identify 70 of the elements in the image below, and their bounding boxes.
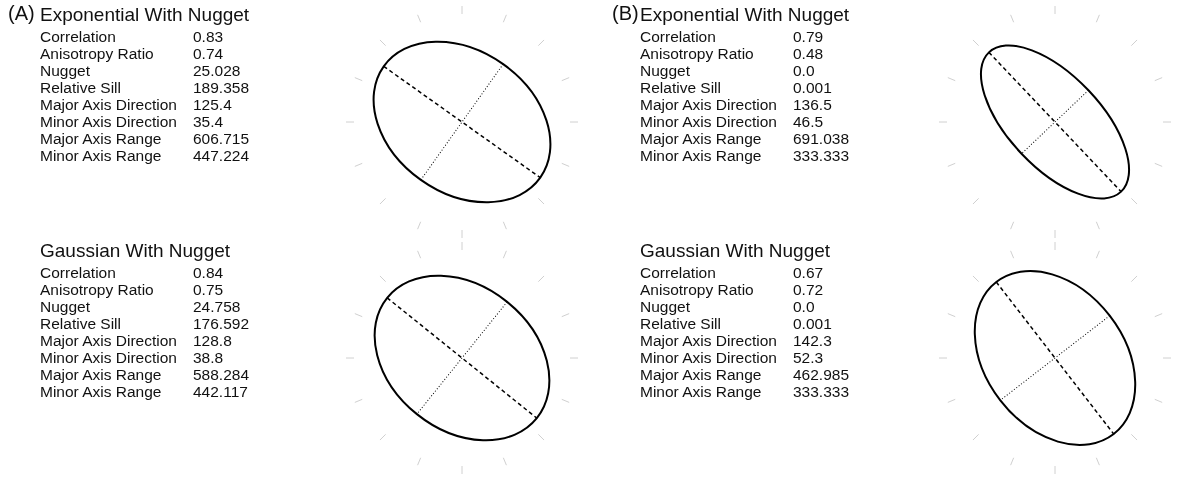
- parameter-value: 442.117: [193, 383, 248, 400]
- parameter-value: 125.4: [193, 96, 232, 113]
- parameter-value: 333.333: [793, 147, 850, 164]
- parameter-name: Minor Axis Direction: [40, 113, 177, 130]
- parameter-value: 52.3: [793, 349, 824, 366]
- parameter-value: 691.038: [793, 130, 850, 147]
- parameter-value: 128.8: [193, 332, 232, 349]
- parameter-value: 25.028: [193, 62, 241, 79]
- parameter-name: Major Axis Direction: [640, 332, 777, 349]
- parameter-value: 588.284: [193, 366, 250, 383]
- parameter-name: Minor Axis Range: [40, 383, 162, 400]
- parameter-name: Anisotropy Ratio: [40, 45, 154, 62]
- parameter-value: 0.83: [193, 28, 224, 45]
- parameter-name: Major Axis Range: [640, 366, 762, 383]
- parameter-name: Nugget: [640, 62, 690, 79]
- parameter-value: 0.84: [193, 264, 224, 281]
- parameter-name: Relative Sill: [640, 79, 721, 96]
- parameter-name: Minor Axis Range: [640, 383, 762, 400]
- parameter-value: 0.001: [793, 315, 832, 332]
- parameter-value: 0.75: [193, 281, 224, 298]
- parameter-value: 46.5: [793, 113, 824, 130]
- parameter-value: 447.224: [193, 147, 250, 164]
- parameter-name: Minor Axis Direction: [40, 349, 177, 366]
- parameter-value: 333.333: [793, 383, 850, 400]
- parameter-name: Anisotropy Ratio: [640, 45, 754, 62]
- parameter-name: Major Axis Range: [40, 130, 162, 147]
- parameter-value: 38.8: [193, 349, 224, 366]
- parameter-value: 606.715: [193, 130, 250, 147]
- panel-label: (B): [612, 2, 639, 25]
- parameter-name: Relative Sill: [640, 315, 721, 332]
- parameter-name: Correlation: [640, 264, 716, 281]
- parameter-value: 24.758: [193, 298, 241, 315]
- parameter-value: 189.358: [193, 79, 250, 96]
- parameter-name: Minor Axis Direction: [640, 349, 777, 366]
- parameter-name: Major Axis Direction: [40, 332, 177, 349]
- parameter-value: 0.48: [793, 45, 824, 62]
- parameter-value: 462.985: [793, 366, 850, 383]
- parameter-value: 142.3: [793, 332, 832, 349]
- parameter-name: Anisotropy Ratio: [40, 281, 154, 298]
- parameter-value: 35.4: [193, 113, 224, 130]
- parameter-name: Nugget: [640, 298, 690, 315]
- parameter-value: 0.79: [793, 28, 824, 45]
- panel-heading: Gaussian With Nugget: [40, 240, 231, 262]
- parameter-name: Nugget: [40, 62, 90, 79]
- parameter-value: 0.74: [193, 45, 224, 62]
- parameter-name: Major Axis Range: [640, 130, 762, 147]
- parameter-value: 176.592: [193, 315, 250, 332]
- parameter-name: Minor Axis Range: [640, 147, 762, 164]
- parameter-value: 0.67: [793, 264, 824, 281]
- panel-heading: Gaussian With Nugget: [640, 240, 831, 262]
- parameter-name: Major Axis Direction: [40, 96, 177, 113]
- parameter-name: Correlation: [40, 264, 116, 281]
- parameter-value: 136.5: [793, 96, 832, 113]
- parameter-name: Relative Sill: [40, 79, 121, 96]
- parameter-value: 0.001: [793, 79, 832, 96]
- parameter-name: Correlation: [40, 28, 116, 45]
- parameter-value: 0.72: [793, 281, 824, 298]
- panel-heading: Exponential With Nugget: [640, 4, 850, 26]
- parameter-name: Major Axis Direction: [640, 96, 777, 113]
- panel-heading: Exponential With Nugget: [40, 4, 250, 26]
- parameter-name: Major Axis Range: [40, 366, 162, 383]
- parameter-name: Relative Sill: [40, 315, 121, 332]
- parameter-value: 0.0: [793, 298, 815, 315]
- parameter-name: Minor Axis Direction: [640, 113, 777, 130]
- parameter-name: Anisotropy Ratio: [640, 281, 754, 298]
- panel-label: (A): [8, 2, 35, 25]
- parameter-value: 0.0: [793, 62, 815, 79]
- parameter-name: Nugget: [40, 298, 90, 315]
- parameter-name: Minor Axis Range: [40, 147, 162, 164]
- parameter-name: Correlation: [640, 28, 716, 45]
